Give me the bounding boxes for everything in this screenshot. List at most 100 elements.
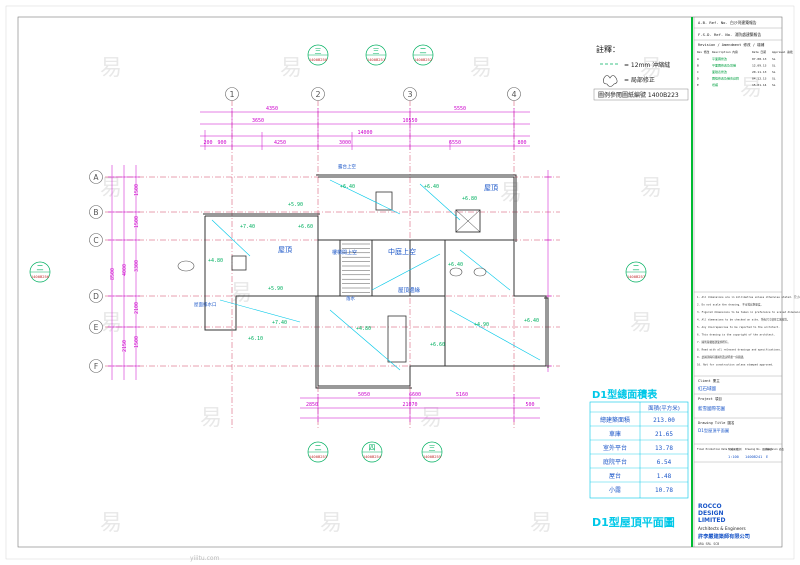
legend: 註釋： = 12mm 沖縮縫 = 局部修正 圖例參閱圖紙編號 1400B223	[593, 44, 689, 101]
left-dimension-texts: 1500 1500 1500 3300 2100 2150 4000 8500	[110, 184, 140, 352]
rev-cell: B	[697, 64, 699, 68]
watermark-glyph: 易	[500, 181, 522, 206]
section-marker-label: 二	[633, 264, 640, 272]
dim-text: 5550	[454, 106, 466, 112]
area-row-value: 13.78	[655, 445, 673, 452]
watermark-glyph: 易	[230, 281, 252, 306]
firm-name-cn: 許李嚴建築師有限公司	[698, 532, 750, 540]
level-text: +6.60	[430, 342, 445, 348]
note-line: 5. Any discrepancies to be reported to t…	[697, 325, 780, 329]
note-line: 7. 圖則版權屬建築師所有。	[697, 340, 730, 344]
dim-text: 1500	[134, 184, 140, 196]
cloud-icon	[603, 75, 618, 87]
section-marker-label: 二	[37, 264, 44, 272]
tb-project-label: Project 項目	[698, 396, 722, 401]
info-col-label: Final Production Date 完成日期	[697, 447, 739, 451]
grid-column-lines	[231, 100, 515, 430]
tb-header-line: A.B. Ref. No. 白沙灣建築報告	[698, 20, 757, 25]
dim-text: 2100	[134, 302, 140, 314]
top-dimension-texts: 4350 5550 3650 10550 14000 200 900 4250 …	[203, 106, 526, 146]
note-line: 8. Read with all relevant drawings and s…	[697, 348, 781, 352]
info-col-label: Drawing No. 圖紙編號	[745, 447, 772, 451]
section-marker-label: 二	[420, 47, 427, 55]
firm-name-line: ROCCO	[698, 503, 722, 510]
level-text: +7.40	[240, 224, 255, 230]
top-dimension-lines	[200, 108, 530, 150]
watermark-glyph: 易	[100, 511, 122, 536]
grid-row-label: E	[94, 323, 99, 332]
section-marker: 二 1400B257	[625, 261, 647, 283]
grid-col-label: 4	[511, 90, 516, 99]
rev-cell: SL	[772, 77, 776, 81]
section-markers: 三1400B250三1400B251二1400B252二1400B253四140…	[29, 44, 647, 463]
area-row-name: 小露	[609, 486, 621, 494]
skylight-box	[455, 209, 481, 233]
room-label: 屋頂	[278, 246, 292, 254]
note-line: 9. 此圖須與有關圖則及說明書一併閱讀。	[697, 355, 746, 359]
level-markers: +6.40 +6.40 +6.80 +5.90 +7.40 +6.60 +4.8…	[208, 184, 539, 348]
dim-text: 500	[525, 402, 534, 408]
note-line: 10. Not for construction unless stamped …	[697, 363, 774, 367]
bottom-dimension-texts: 5050 6600 5160 21070 2850 500	[306, 392, 535, 408]
legend-ref-note: 圖例參閱圖紙編號 1400B223	[598, 91, 679, 99]
watermark-url: yiiitu.com	[190, 555, 220, 562]
area-row-name: 總建築面積	[600, 416, 630, 424]
title-block: A.B. Ref. No. 白沙灣建築報告 F.S.D. Ref. No. 消防…	[691, 17, 800, 547]
tb-header-line: F.S.D. Ref. No. 消防處建築報告	[698, 32, 761, 37]
rev-cell: 平面圖修改及增補	[712, 63, 736, 68]
note-line: 3. Figured dimensions to be taken in pre…	[697, 310, 800, 314]
section-marker-ref: 1400B250	[309, 57, 328, 62]
watermark-glyph: 易	[740, 76, 762, 101]
watermark-glyph: 易	[320, 511, 342, 536]
section-marker-label: 四	[369, 444, 376, 452]
firm-name-line: LIMITED	[698, 517, 725, 524]
tb-project: 藍雪國際花園	[698, 405, 725, 412]
watermark-glyph: 易	[420, 406, 442, 431]
area-table-header: 面積(平方米)	[648, 404, 680, 412]
room-label: 屋頂	[484, 184, 498, 192]
section-marker-ref: 1400B252	[414, 57, 432, 62]
bottom-dimension-lines	[300, 394, 540, 422]
info-col-label: Revision 修改	[766, 447, 784, 451]
section-marker-ref: 1400B255	[423, 454, 441, 459]
area-row-name: 車庫	[609, 430, 621, 438]
rev-cell: 增補	[712, 82, 718, 87]
section-marker-ref: 1400B257	[627, 274, 645, 279]
area-table-frame	[589, 401, 689, 499]
room-label: 樓梯間上空	[332, 249, 357, 256]
grid-row-label: F	[94, 362, 98, 371]
rev-cell: 20.11.13	[752, 70, 767, 74]
dim-text: 6550	[449, 140, 461, 146]
firm-name-line: DESIGN	[698, 510, 724, 517]
room-labels: 屋頂 屋頂 中庭上空 樓梯間上空 屋頂邊緣 露台上空 落水 屋面排水口	[194, 163, 498, 308]
note-line: 6. This drawing is the copyright of the …	[697, 333, 775, 337]
left-dimension-lines	[108, 165, 140, 380]
dim-text: 14000	[357, 130, 372, 136]
area-row-value: 21.65	[655, 431, 673, 438]
watermark-layer: 易易易易易易易易易易易易易易易易	[100, 56, 762, 536]
grid-col-label: 3	[407, 90, 412, 99]
note-line: 2. Do not scale the drawing. 不可按比例量度。	[697, 303, 763, 307]
info-col-label: Scale 比例	[728, 447, 742, 451]
watermark-glyph: 易	[640, 176, 662, 201]
dim-text: 200	[203, 140, 212, 146]
watermark-glyph: 易	[100, 56, 122, 81]
dim-text: 5160	[456, 392, 468, 398]
section-marker-ref: 1400B251	[367, 57, 386, 62]
room-label: 露台上空	[338, 163, 356, 170]
dim-text: 4250	[274, 140, 286, 146]
drawing-title: D1型屋頂平面圖	[592, 515, 675, 529]
tb-drawing-name: D1型屋頂平面圖	[698, 427, 729, 434]
watermark-glyph: 易	[280, 56, 302, 81]
dim-text: 2850	[306, 402, 318, 408]
level-text: +6.80	[462, 196, 477, 202]
dim-text: 1500	[134, 216, 140, 228]
rev-cell: SL	[772, 64, 776, 68]
dim-text: 800	[517, 140, 526, 146]
